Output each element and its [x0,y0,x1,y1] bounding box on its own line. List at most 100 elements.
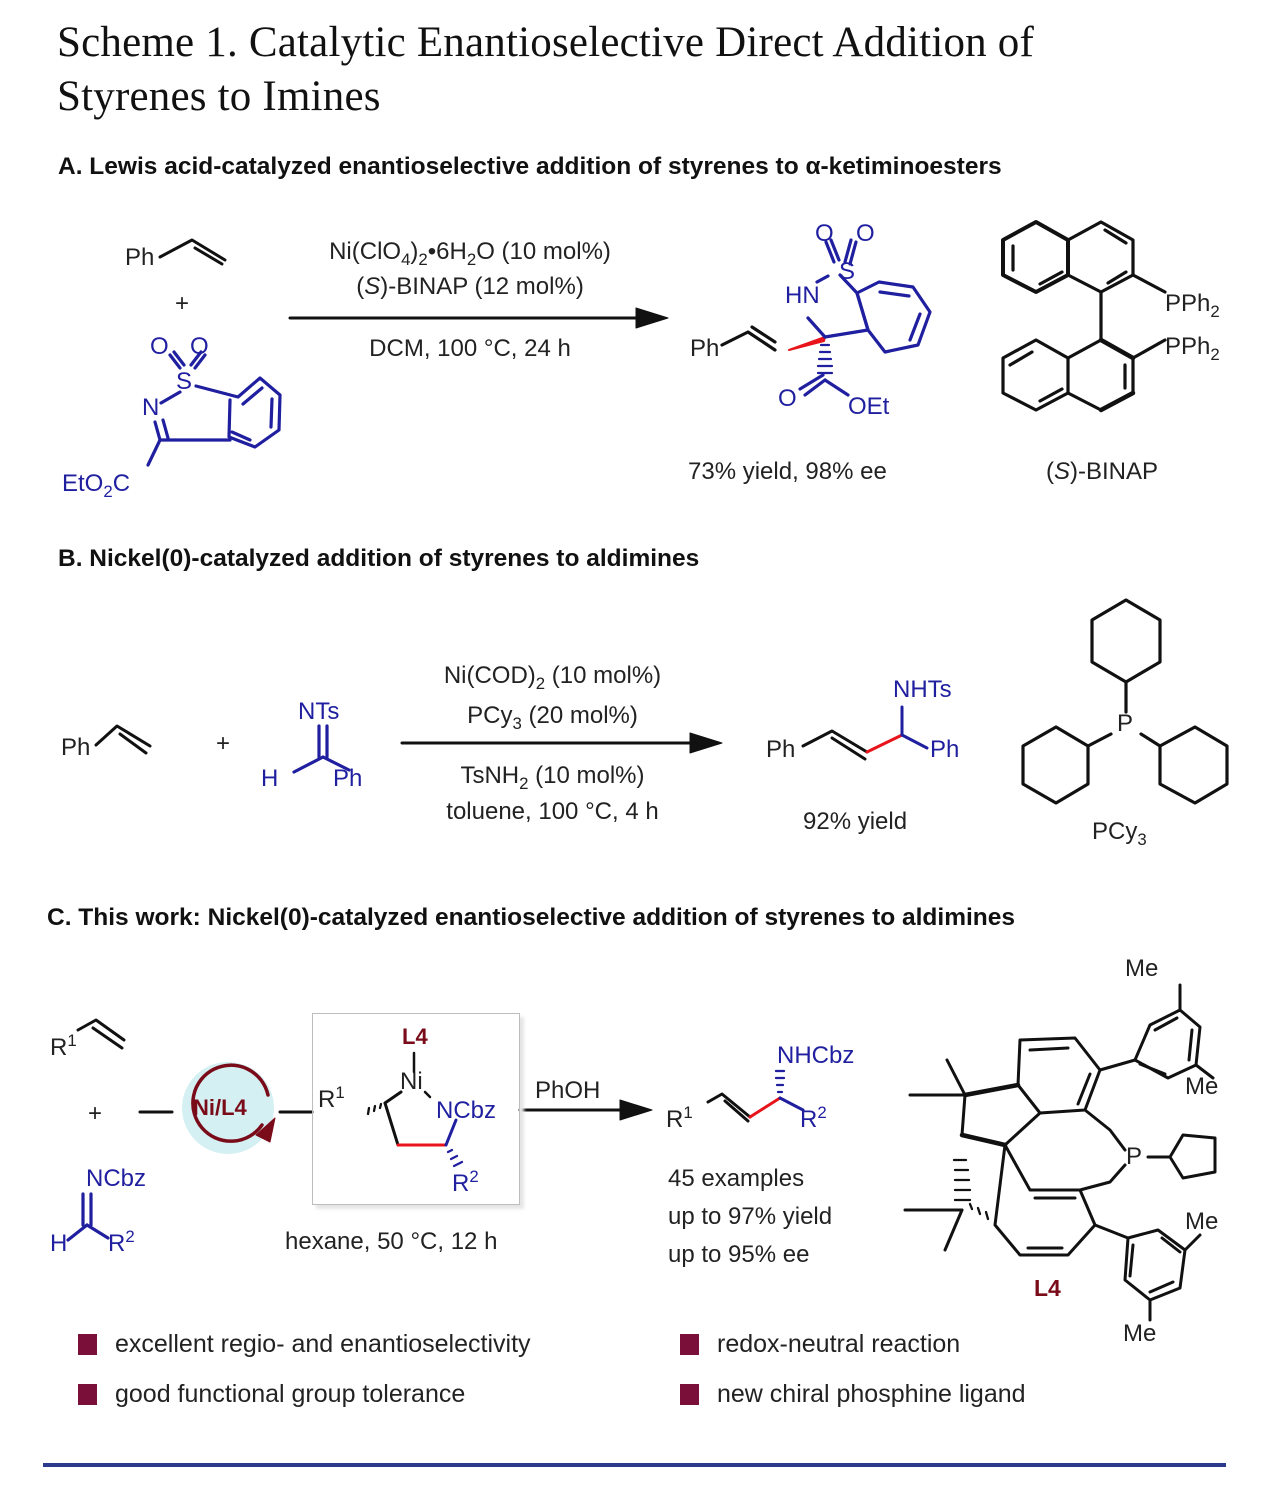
feature-text: excellent regio- and enantioselectivity [115,1330,531,1358]
a-product-o1: O [815,220,834,247]
c-intermediate-ncbz: NCbz [436,1097,497,1124]
pcy3-p-atom: P [1117,710,1134,737]
cat-a: Ni(ClO [329,238,402,265]
c-alkene-r1: R1 [50,1031,77,1062]
b-cat-a: Ni(COD) [443,662,536,689]
pcy3-sub: 3 [1137,829,1147,849]
b-cat-b: (10 mol%) [545,662,662,689]
binap-name: (S)-BINAP [1046,458,1158,486]
section-a-heading: A. Lewis acid-catalyzed enantioselective… [58,153,1002,180]
a-product-oet: OEt [848,393,890,420]
r-sup: 2 [469,1167,479,1186]
b-add-b: (10 mol%) [528,762,645,789]
r-sup: 2 [125,1227,135,1246]
c-result-ee: up to 95% ee [668,1241,810,1268]
bullet-square-icon [680,1334,699,1355]
c-intermediate-r1: R1 [318,1083,345,1114]
b-product-ph-right: Ph [930,736,960,763]
a-ketimine-o1: O [150,333,169,360]
bottom-divider-rule [43,1463,1226,1467]
b-condition-catalyst: Ni(COD)2 (10 mol%) [400,662,705,694]
b-product-nhts: NHTs [893,676,952,703]
a-product-o2: O [856,220,875,247]
b-product-ph-left: Ph [766,736,796,763]
r-sup: 1 [335,1083,345,1102]
pph2-text: PPh [1165,333,1211,360]
c-l4-ligand-structure [903,983,1217,1322]
c-plus-sign: + [88,1100,103,1127]
l4-me-right-top: Me [1185,1073,1219,1100]
binap-rest: )-BINAP [1070,458,1159,485]
c-reaction-arrow [518,1099,653,1121]
r-text: R [800,1106,818,1133]
a-product-hn: HN [785,282,820,309]
ester-sub: 2 [103,481,113,501]
b-add-sub: 2 [519,773,529,793]
a-product-structure [720,238,932,397]
lig-italic: S [364,273,381,300]
a-ketimine-o2: O [190,333,209,360]
r-sup: 1 [683,1103,693,1122]
r-text: R [666,1106,684,1133]
cat-c: •6H [427,238,467,265]
b-cat-sub: 2 [535,673,546,693]
a-reaction-arrow [288,307,669,329]
bullet-square-icon [78,1334,97,1355]
c-product-structure [706,1069,805,1123]
r-text: R [318,1086,336,1113]
section-c-heading: C. This work: Nickel(0)-catalyzed enanti… [47,904,1016,931]
binap-italic: S [1054,458,1071,485]
feature-item: excellent regio- and enantioselectivity [78,1330,531,1359]
binap-pph2-top: PPh2 [1165,290,1220,322]
feature-text: new chiral phosphine ligand [717,1380,1026,1408]
b-add-a: TsNH [460,762,520,789]
pph2-sub: 2 [1210,301,1220,321]
b-product-result: 92% yield [803,808,908,835]
c-catalyst-cycle-icon [182,1062,276,1154]
feature-item: good functional group tolerance [78,1380,465,1409]
l4-name: L4 [1034,1275,1061,1301]
r-text: R [452,1170,470,1197]
feature-item: new chiral phosphine ligand [680,1380,1026,1409]
cat-sub1: 4 [401,249,411,269]
scheme-title: Scheme 1. Catalytic Enantioselective Dir… [57,16,1034,124]
c-product-r1: R1 [666,1103,693,1134]
b-pcy3-structure [1021,598,1229,805]
r-sup: 2 [817,1103,827,1122]
c-catalyst-label: Ni/L4 [193,1095,247,1120]
c-product-nhcbz: NHCbz [777,1042,855,1069]
b-imine-h: H [261,765,279,792]
b-styrene-ph: Ph [61,734,91,761]
r-sup: 1 [67,1031,77,1050]
pph2-text: PPh [1165,290,1211,317]
a-ketimine-n: N [142,394,160,421]
b-imine-nts: NTs [298,698,340,725]
c-reagent-phoh: PhOH [535,1077,601,1104]
c-intermediate-structure [366,1051,464,1168]
a-product-ph: Ph [690,335,720,362]
lig-paren: ( [356,273,365,300]
b-condition-ligand: PCy3 (20 mol%) [400,702,705,734]
b-plus-sign: + [216,730,231,757]
scheme-title-line1: Scheme 1. Catalytic Enantioselective Dir… [57,19,1035,66]
ester-c: C [112,470,131,497]
binap-paren: ( [1046,458,1054,485]
b-lig-sub: 3 [512,713,522,733]
bullet-square-icon [78,1384,97,1405]
a-styrene-ph-label: Ph [125,244,155,271]
cat-sub3: 2 [466,249,477,269]
c-imine-structure [66,1192,110,1242]
b-product-structure [801,705,929,761]
b-imine-structure [292,724,351,774]
scheme-title-line2: Styrenes to Imines [57,73,381,120]
c-intermediate-box [312,1013,520,1205]
a-condition-solvent: DCM, 100 °C, 24 h [369,335,571,362]
a-product-result: 73% yield, 98% ee [688,458,887,485]
a-product-s: S [839,258,856,285]
c-intermediate-l4: L4 [402,1024,428,1049]
binap-pph2-bottom: PPh2 [1165,333,1220,365]
b-reaction-arrow [400,732,723,754]
a-plus-sign: + [175,290,190,317]
feature-text: redox-neutral reaction [717,1330,961,1358]
